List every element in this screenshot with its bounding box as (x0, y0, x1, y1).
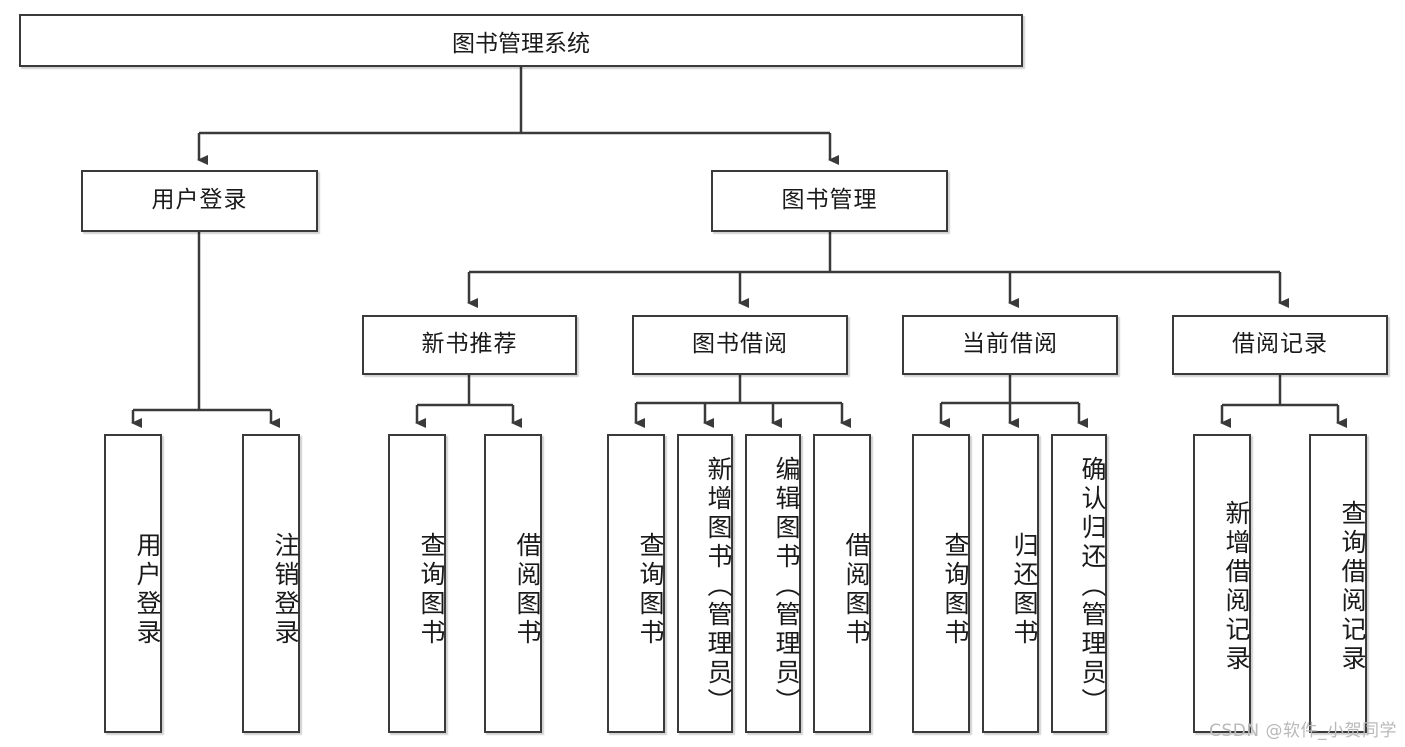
leaf-query-book-2[interactable]: 查询图书 (607, 434, 665, 733)
leaf-borrow-book-2-label: 借阅图书 (842, 531, 871, 648)
node-borrow-record[interactable]: 借阅记录 (1172, 315, 1388, 375)
node-new-book-recommend-label: 新书推荐 (421, 331, 518, 358)
leaf-add-record[interactable]: 新增借阅记录 (1193, 434, 1251, 733)
node-root-label: 图书管理系统 (452, 30, 590, 57)
leaf-return-book-label: 归还图书 (1010, 531, 1039, 648)
leaf-query-book-1-label: 查询图书 (417, 531, 446, 648)
node-book-borrow[interactable]: 图书借阅 (632, 315, 848, 375)
leaf-borrow-book-1-label: 借阅图书 (513, 531, 542, 648)
leaf-logout-label: 注销登录 (271, 531, 300, 648)
node-root[interactable]: 图书管理系统 (19, 14, 1023, 67)
node-book-borrow-label: 图书借阅 (692, 331, 788, 358)
leaf-borrow-book-1[interactable]: 借阅图书 (484, 434, 542, 733)
leaf-add-book-label: 新增图书（管理员） (704, 456, 733, 717)
node-new-book-recommend[interactable]: 新书推荐 (362, 315, 577, 375)
leaf-edit-book[interactable]: 编辑图书（管理员） (745, 434, 801, 733)
leaf-query-record[interactable]: 查询借阅记录 (1309, 434, 1367, 733)
leaf-query-book-3[interactable]: 查询图书 (912, 434, 970, 733)
node-book-manage[interactable]: 图书管理 (711, 170, 948, 232)
leaf-query-book-2-label: 查询图书 (636, 531, 665, 648)
leaf-query-book-1[interactable]: 查询图书 (388, 434, 446, 733)
leaf-logout[interactable]: 注销登录 (242, 434, 300, 733)
watermark: CSDN @软件_小贺同学 (1209, 721, 1397, 741)
leaf-user-login[interactable]: 用户登录 (104, 434, 162, 733)
leaf-confirm-return[interactable]: 确认归还（管理员） (1051, 434, 1107, 733)
node-user-login-label: 用户登录 (151, 187, 248, 214)
leaf-user-login-label: 用户登录 (133, 531, 162, 648)
node-user-login[interactable]: 用户登录 (81, 170, 318, 232)
leaf-return-book[interactable]: 归还图书 (982, 434, 1039, 733)
leaf-query-book-3-label: 查询图书 (941, 531, 970, 648)
leaf-add-record-label: 新增借阅记录 (1222, 499, 1251, 674)
node-current-borrow[interactable]: 当前借阅 (902, 315, 1118, 375)
node-borrow-record-label: 借阅记录 (1232, 331, 1328, 358)
leaf-edit-book-label: 编辑图书（管理员） (772, 456, 801, 717)
node-current-borrow-label: 当前借阅 (962, 331, 1058, 358)
node-book-manage-label: 图书管理 (781, 187, 878, 214)
leaf-borrow-book-2[interactable]: 借阅图书 (813, 434, 871, 733)
leaf-query-record-label: 查询借阅记录 (1338, 499, 1367, 674)
leaf-add-book[interactable]: 新增图书（管理员） (677, 434, 733, 733)
leaf-confirm-return-label: 确认归还（管理员） (1078, 456, 1107, 717)
